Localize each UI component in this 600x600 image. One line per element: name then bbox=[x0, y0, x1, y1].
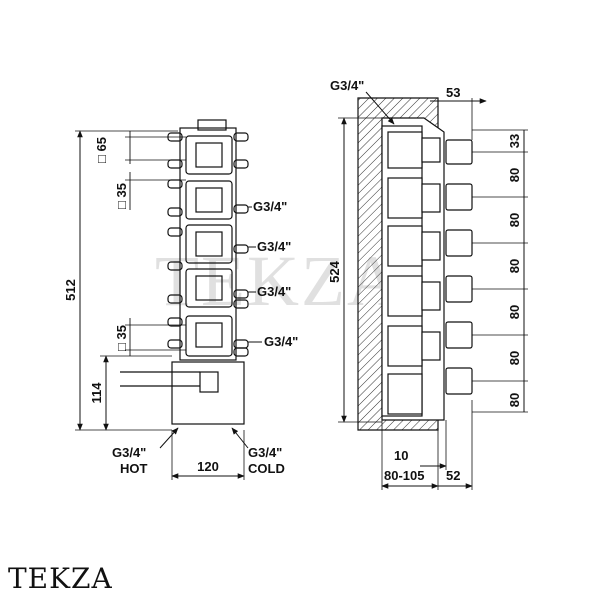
dim-spacing-80-5: 80 bbox=[507, 351, 522, 365]
dim-spacing-33: 33 bbox=[507, 134, 522, 148]
dim-114: 114 bbox=[89, 382, 104, 404]
dim-52: 52 bbox=[446, 468, 460, 483]
dim-spacing-80-1: 80 bbox=[507, 168, 522, 182]
brand-logo-text: TEKZA bbox=[8, 562, 113, 595]
dim-spacing-80-4: 80 bbox=[507, 305, 522, 319]
front-mixer-block bbox=[171, 361, 245, 425]
dim-square-35-lower: □ 35 bbox=[114, 325, 129, 351]
dim-10: 10 bbox=[394, 448, 408, 463]
dim-524: 524 bbox=[327, 260, 342, 282]
front-outlet-stubs bbox=[167, 132, 249, 357]
outlet-label-1: G3/4" bbox=[253, 199, 287, 214]
dim-120: 120 bbox=[197, 459, 219, 474]
outlet-label-3: G3/4" bbox=[257, 284, 291, 299]
side-view bbox=[338, 91, 528, 490]
front-view-labels: 512 114 □ 65 □ 35 □ 35 G3/4" G3/4" G3/4"… bbox=[63, 137, 298, 476]
front-handles bbox=[185, 135, 233, 357]
dim-512: 512 bbox=[63, 279, 78, 301]
dim-80-105: 80-105 bbox=[384, 468, 424, 483]
side-knobs bbox=[445, 139, 473, 395]
dim-square-35-upper: □ 35 bbox=[114, 183, 129, 209]
side-top-label: G3/4" bbox=[330, 78, 364, 93]
inlet-hot-label: HOT bbox=[120, 461, 148, 476]
dim-53: 53 bbox=[446, 85, 460, 100]
front-view bbox=[75, 119, 262, 480]
inlet-cold-label: COLD bbox=[248, 461, 285, 476]
dim-spacing-80-6: 80 bbox=[507, 393, 522, 407]
inlet-cold-size: G3/4" bbox=[248, 445, 282, 460]
dim-spacing-80-2: 80 bbox=[507, 213, 522, 227]
inlet-hot-size: G3/4" bbox=[112, 445, 146, 460]
dim-spacing-80-3: 80 bbox=[507, 259, 522, 273]
dim-square-65: □ 65 bbox=[94, 137, 109, 163]
side-cartridges bbox=[387, 131, 441, 415]
side-view-labels: G3/4" 53 524 33 80 80 80 80 80 80 10 80-… bbox=[327, 78, 522, 483]
outlet-label-4: G3/4" bbox=[264, 334, 298, 349]
outlet-label-2: G3/4" bbox=[257, 239, 291, 254]
